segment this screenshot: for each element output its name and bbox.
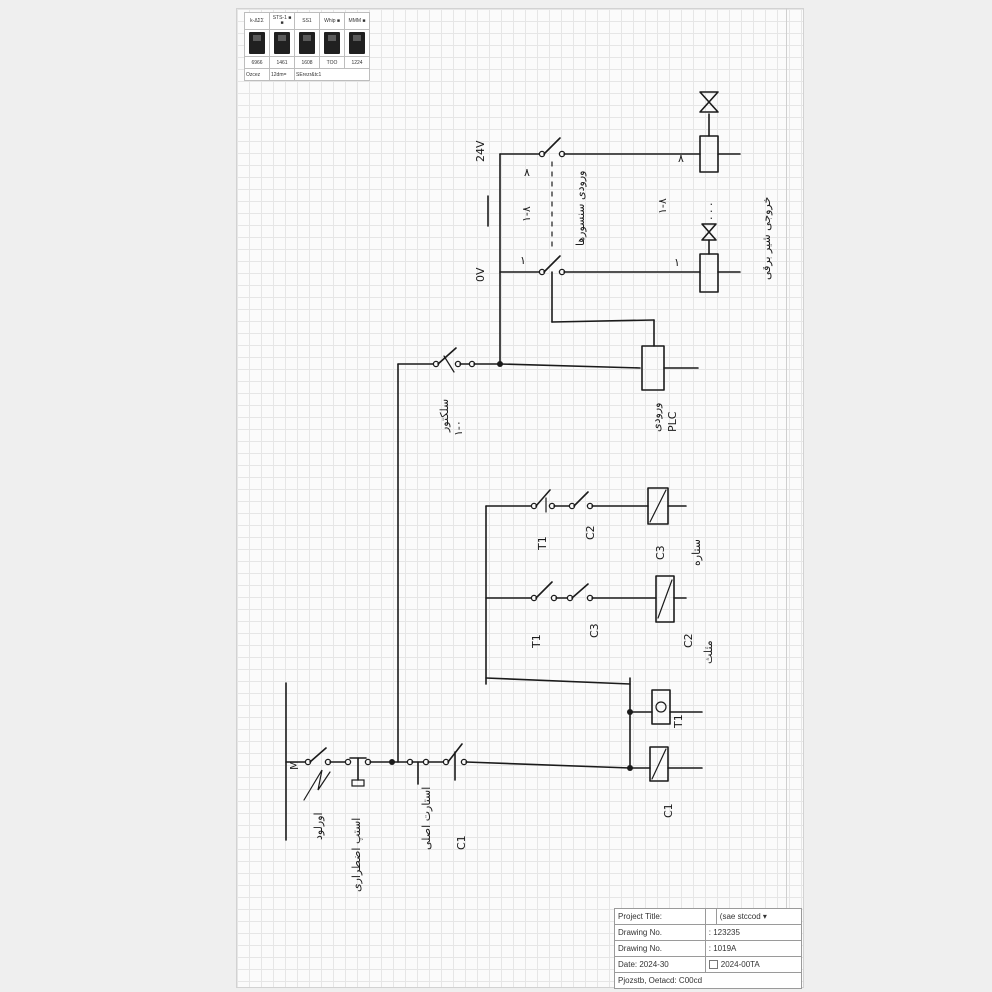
breaker-5 [344,29,370,57]
label-dots: . . . [702,203,715,220]
date-label: Date: [618,960,638,969]
label-t1: T1 [672,714,685,729]
wire [485,677,631,685]
overload-contact [309,747,327,763]
date-extra-cell: 2024-00TA [704,956,803,973]
clock-icon [655,701,667,713]
breaker-icon [299,32,315,54]
wire [499,363,641,369]
drawing-no-2-value: : 1019A [704,940,803,957]
drawing-no-2-label: Drawing No. [614,940,706,957]
breaker-footer-3: SErezr&tc1 [294,68,370,81]
solenoid-coil-8 [699,135,719,173]
solenoid-coil-1 [699,253,719,293]
breaker-icon [349,32,365,54]
sheet-margin-line [786,8,787,988]
valve-icon [699,91,719,113]
date-value: 2024-30 [639,960,669,969]
breaker-icon [324,32,340,54]
label-c1: C1 [662,803,675,818]
label-c2-contact: C2 [584,525,597,540]
label-delta-note: مثلث [702,640,715,664]
label-output-1: ۱ [674,256,680,269]
title-block-footer: Pjozstb, Oetacd: C00cd [614,972,802,989]
label-c1-hold: C1 [455,835,468,850]
c2-nc-contact [573,491,589,507]
project-title-value [704,908,717,925]
valve-icon [701,223,717,241]
project-title-extra: (sae stccod ▾ [715,908,803,925]
label-plc: PLC [666,411,679,432]
t1-nc-contact [535,489,551,507]
label-c3-contact: C3 [588,623,601,638]
overload-symbol [303,769,331,801]
label-input-note: ورودی سنسورها [574,171,587,246]
project-title-label: Project Title: [614,908,706,925]
date-extra: 2024-00TA [720,959,760,969]
breaker-2 [269,29,295,57]
title-block: Project Title: (sae stccod ▾ Drawing No.… [614,908,803,989]
checkbox-icon [708,960,718,970]
t1-timer-coil [651,689,671,725]
input-contact-8 [543,137,561,155]
breaker-icon [249,32,265,54]
label-plc-note: ورودی [650,403,663,432]
date-cell: Date: 2024-30 [614,956,706,973]
plc-box [641,345,665,391]
label-output-note: خروجی شیر برقی [760,197,773,280]
label-c2-coil: C2 [682,633,695,648]
coil-mark [649,489,667,523]
label-c3-coil: C3 [654,545,667,560]
label-bus-top: 24V [474,140,487,162]
label-selector: سلکتور [438,399,451,433]
terminal [344,758,352,766]
coil-mark [657,579,673,619]
selector-contact [437,347,457,365]
wire-to-c1 [465,761,631,769]
label-ol-motor: M [288,761,301,771]
t1-no-contact [535,581,553,599]
label-main-start: استارت اصلی [420,787,433,850]
label-t1-contact-b: T1 [530,634,543,649]
drawing-no-1-value: : 123235 [704,924,803,941]
emergency-stop-head [351,779,365,787]
label-range-mid: ۱-۸ [520,206,533,222]
label-selector-pos: ۱-۰ [452,420,465,436]
breaker-icon [274,32,290,54]
label-channel-8: ۸ [524,166,530,179]
breaker-footer-1: Ozcez [244,68,270,81]
label-overload: اورلود [312,812,325,840]
c2-coil [655,575,675,623]
coil-mark [651,748,667,780]
label-bus-bottom: 0V [474,267,487,282]
c3-nc-contact [571,583,589,599]
label-channel-1: ۱ [520,254,526,267]
breaker-strip: k-ΔΣΣ STS-1 ■ ■ SS1 Whip ■ MMM ■ 6966 14… [244,12,370,81]
breaker-value-5: 1224 [344,56,370,69]
wire [551,319,655,323]
selector-actuator [443,355,455,373]
label-star-note: ستاره [690,539,703,566]
label-output-8: ۸ [678,152,684,165]
label-emergency-stop: استپ اضطراری [350,818,363,892]
breaker-1 [244,29,270,57]
input-contact-1 [543,255,561,273]
c1-coil [649,746,669,782]
label-t1-contact-a: T1 [536,536,549,551]
label-range-right: ۱-۸ [656,198,669,214]
junction [627,709,633,715]
drawing-no-1-label: Drawing No. [614,924,706,941]
